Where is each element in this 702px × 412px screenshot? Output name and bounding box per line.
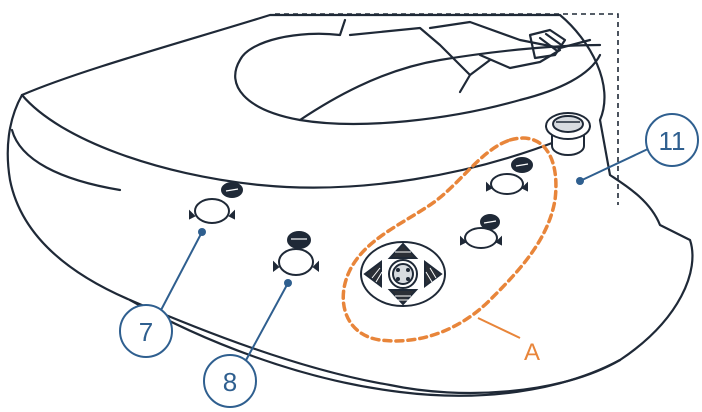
- button-upper-right: [486, 157, 533, 195]
- button-lower-right: [460, 214, 502, 249]
- callout-7-circle: [119, 304, 173, 358]
- region-a-outline: [341, 136, 558, 343]
- callout-11-circle: [645, 113, 699, 167]
- device-body: [6, 13, 694, 397]
- button-7: [189, 182, 243, 224]
- joystick-control: [360, 241, 446, 307]
- callout-11: 11: [576, 113, 699, 185]
- callout-11-anchor: [576, 177, 584, 185]
- region-a-label: A: [524, 339, 540, 366]
- callout-8-leader: [244, 282, 289, 363]
- callout-8-anchor: [284, 279, 292, 287]
- region-a-leader: [477, 317, 521, 339]
- dashed-outline: [275, 13, 619, 205]
- emergency-stop-knob: [545, 112, 591, 156]
- callout-11-label: 11: [659, 126, 686, 156]
- button-8: [273, 231, 319, 276]
- callout-8-label: 8: [223, 367, 237, 397]
- callout-8: 8: [203, 279, 292, 408]
- callout-11-leader: [579, 147, 651, 182]
- callout-7-leader: [159, 231, 203, 313]
- callout-7-label: 7: [139, 317, 153, 347]
- callout-8-circle: [203, 354, 257, 408]
- callout-7: 7: [119, 228, 206, 358]
- callout-7-anchor: [198, 228, 206, 236]
